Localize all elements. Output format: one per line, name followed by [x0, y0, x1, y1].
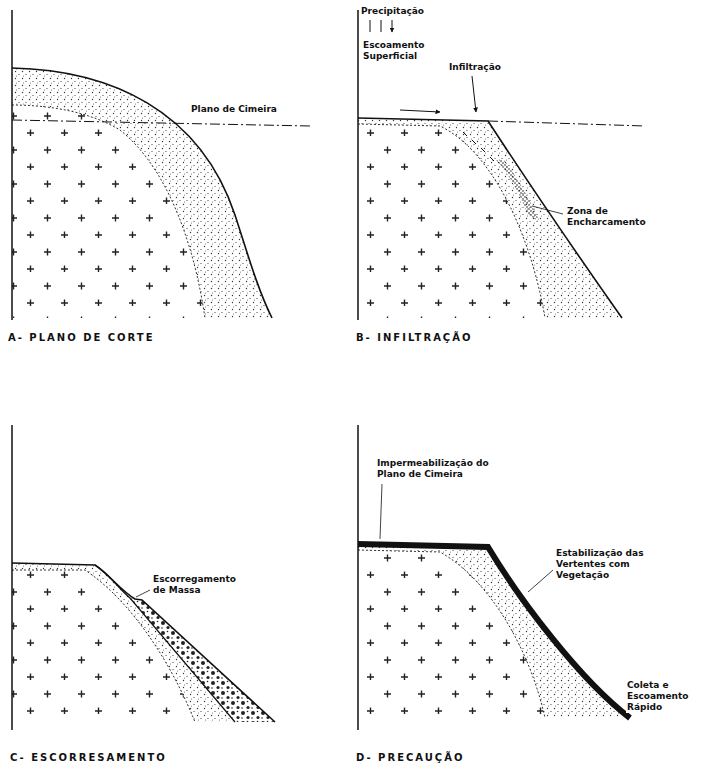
surface-label: Plano de Cimeira [190, 104, 278, 115]
measure-label: Estabilização das Vertentes com Vegetaçã… [555, 548, 667, 581]
zone-label: Zona de Encharcamento [566, 206, 654, 228]
panel-c [12, 425, 275, 730]
panel-caption: C- ESCORRESAMENTO [10, 752, 167, 764]
process-label: Escorregamento de Massa [152, 574, 246, 596]
measure-label: Coleta e Escoamento Rápido [626, 680, 704, 713]
panel-caption: D- PRECAUÇÃO [356, 752, 464, 764]
process-label: Precipitação [360, 6, 425, 17]
panel-caption: B- INFILTRAÇÃO [356, 332, 472, 344]
process-label: Escoamento Superficial [362, 40, 436, 62]
measure-label: Impermeabilização do Plano de Cimeira [376, 458, 510, 480]
panel-a [12, 10, 310, 320]
panel-b [358, 10, 645, 320]
process-label: Infiltração [448, 62, 502, 73]
panel-caption: A- PLANO DE CORTE [8, 332, 155, 344]
